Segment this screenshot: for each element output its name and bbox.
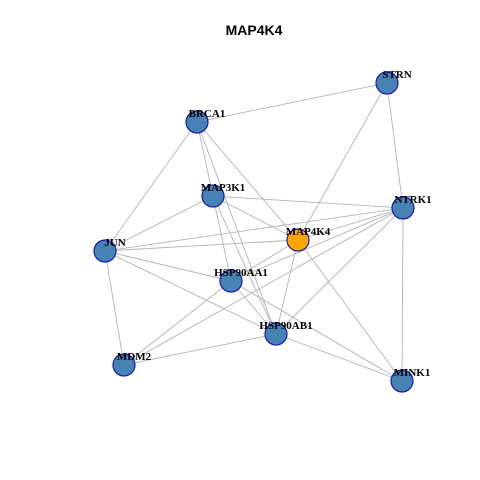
node-hsp90aa1[interactable]: HSP90AA1 bbox=[214, 267, 268, 293]
node-circle[interactable] bbox=[201, 184, 225, 208]
node-circle[interactable] bbox=[286, 228, 310, 252]
edge-hsp90aa1-mink1 bbox=[230, 280, 403, 382]
edge-ntrk1-hsp90ab1 bbox=[275, 207, 404, 335]
edge-brca1-hsp90ab1 bbox=[196, 121, 277, 335]
edge-jun-hsp90aa1 bbox=[104, 250, 232, 282]
edge-hsp90aa1-mdm2 bbox=[123, 280, 232, 366]
edge-map3k1-hsp90ab1 bbox=[212, 195, 277, 335]
node-circle[interactable] bbox=[264, 322, 288, 346]
edge-ntrk1-hsp90aa1 bbox=[230, 207, 404, 282]
node-mink1[interactable]: MINK1 bbox=[390, 367, 431, 393]
node-label: STRN bbox=[382, 69, 411, 81]
node-circle[interactable] bbox=[93, 239, 117, 263]
node-circle[interactable] bbox=[219, 269, 243, 293]
node-mdm2[interactable]: MDM2 bbox=[112, 351, 152, 377]
edges-layer bbox=[104, 82, 404, 382]
node-hsp90ab1[interactable]: HSP90AB1 bbox=[259, 320, 313, 346]
edge-brca1-map4k4 bbox=[196, 121, 299, 241]
edge-hsp90ab1-mdm2 bbox=[123, 333, 277, 366]
edge-ntrk1-jun bbox=[104, 207, 404, 252]
edge-map4k4-jun bbox=[104, 239, 299, 252]
node-circle[interactable] bbox=[390, 369, 414, 393]
edge-ntrk1-mink1 bbox=[401, 207, 404, 382]
edge-map4k4-hsp90aa1 bbox=[230, 239, 299, 282]
node-brca1[interactable]: BRCA1 bbox=[185, 108, 226, 134]
graph-title: MAP4K4 bbox=[226, 22, 283, 38]
edge-strn-map4k4 bbox=[297, 82, 388, 241]
edge-map3k1-hsp90aa1 bbox=[212, 195, 232, 282]
edge-brca1-strn bbox=[196, 82, 388, 123]
node-map3k1[interactable]: MAP3K1 bbox=[201, 182, 246, 208]
node-ntrk1[interactable]: NTRK1 bbox=[391, 194, 432, 220]
node-label: NTRK1 bbox=[394, 194, 431, 206]
node-circle[interactable] bbox=[185, 110, 209, 134]
edge-hsp90ab1-mink1 bbox=[275, 333, 403, 382]
edge-ntrk1-mdm2 bbox=[123, 207, 404, 366]
node-label: MDM2 bbox=[117, 351, 152, 363]
node-circle[interactable] bbox=[112, 353, 136, 377]
edge-brca1-jun bbox=[104, 121, 198, 252]
edge-jun-hsp90ab1 bbox=[104, 250, 277, 335]
node-label: MAP4K4 bbox=[286, 226, 331, 238]
edge-map3k1-jun bbox=[104, 195, 214, 252]
edge-map3k1-map4k4 bbox=[212, 195, 299, 241]
node-jun[interactable]: JUN bbox=[93, 237, 126, 263]
edge-brca1-map3k1 bbox=[196, 121, 214, 197]
edge-jun-mdm2 bbox=[104, 250, 125, 366]
node-circle[interactable] bbox=[391, 196, 415, 220]
node-label: JUN bbox=[104, 237, 125, 249]
edge-map4k4-mink1 bbox=[297, 239, 403, 382]
edge-ntrk1-map4k4 bbox=[297, 207, 404, 241]
node-circle[interactable] bbox=[375, 71, 399, 95]
node-label: BRCA1 bbox=[189, 108, 226, 120]
node-label: HSP90AB1 bbox=[259, 320, 312, 332]
edge-strn-ntrk1 bbox=[386, 82, 404, 209]
edge-map4k4-hsp90ab1 bbox=[275, 239, 299, 335]
node-label: MINK1 bbox=[394, 367, 431, 379]
node-label: HSP90AA1 bbox=[214, 267, 268, 279]
node-strn[interactable]: STRN bbox=[375, 69, 412, 95]
edge-map3k1-ntrk1 bbox=[212, 195, 404, 209]
node-label: MAP3K1 bbox=[201, 182, 246, 194]
node-map4k4[interactable]: MAP4K4 bbox=[286, 226, 331, 252]
